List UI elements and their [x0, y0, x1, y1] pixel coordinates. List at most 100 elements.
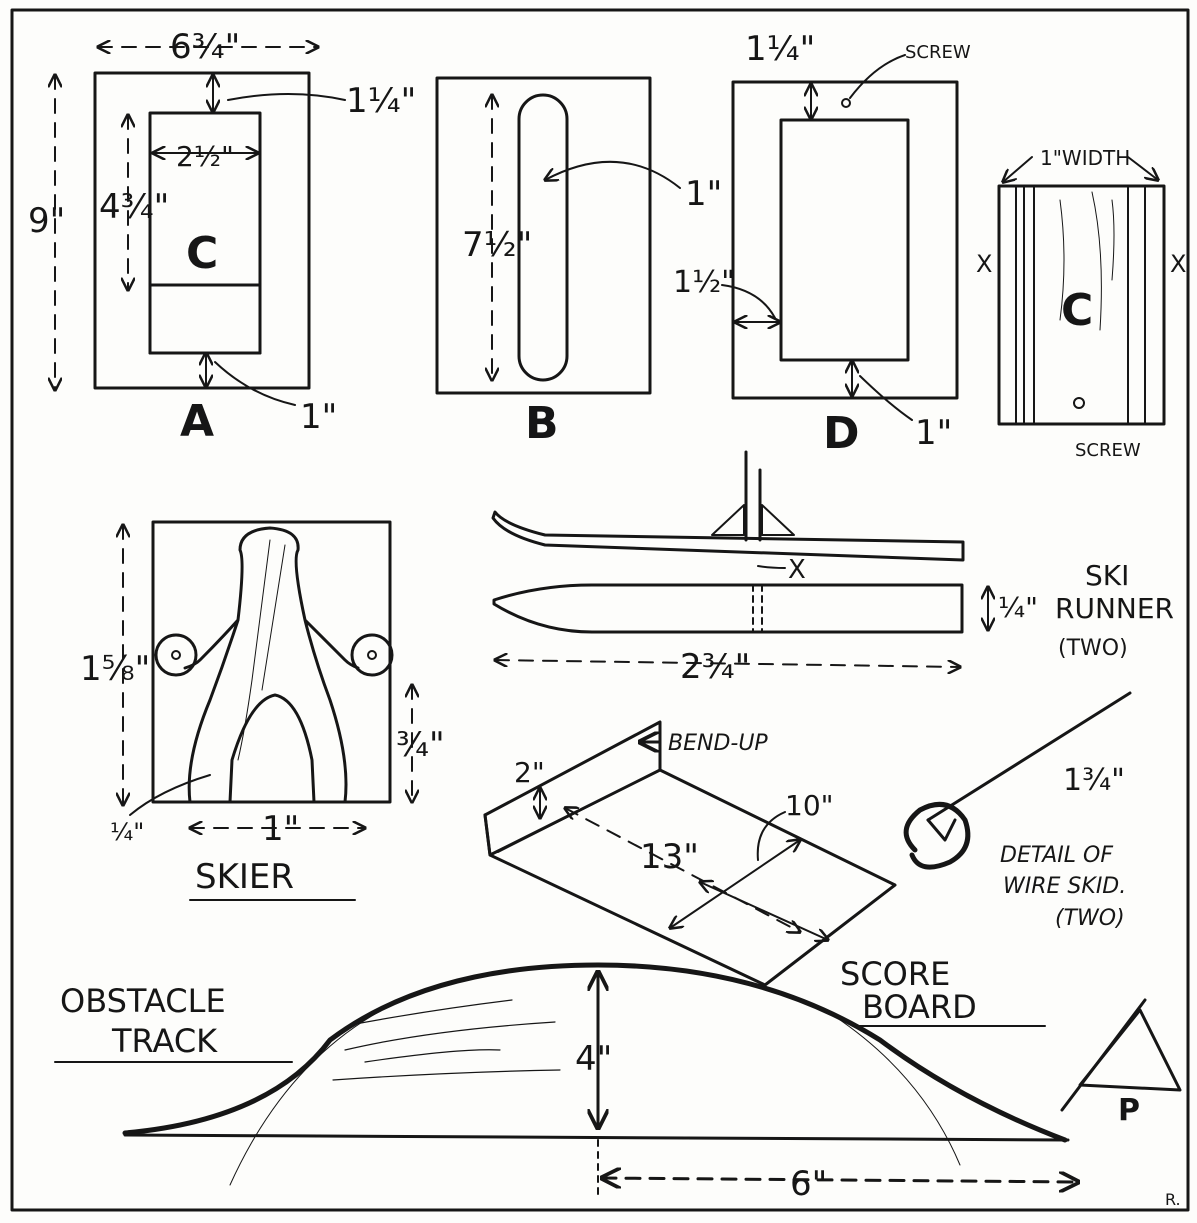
pennant: P — [1060, 998, 1182, 1128]
track-shading — [332, 999, 561, 1081]
ski-side-view — [491, 510, 965, 562]
panel-a-width-label: 6¾" — [170, 27, 240, 67]
panel-d-screw-hole — [841, 98, 851, 108]
panel-a-bottom-margin-label: 1" — [300, 397, 337, 437]
outer-frame — [10, 8, 1190, 1212]
panel-d-bottom-margin-leader — [859, 375, 913, 421]
skier: 1⅝" ¾" 1" ¼" SKIER — [80, 520, 445, 901]
track-label-line1: OBSTACLE — [60, 982, 226, 1020]
skier-right-hand — [350, 633, 394, 677]
board-width-arrow — [700, 882, 828, 940]
panel-c-wood-grain — [1059, 191, 1115, 331]
panel-c-screw-hole — [1073, 397, 1085, 409]
panel-b-slot-length-label: 7½" — [462, 225, 532, 265]
ski-title-line2: RUNNER — [1055, 592, 1174, 625]
skier-wood-grain — [237, 539, 286, 761]
board-front-edge — [483, 813, 492, 857]
panel-a-bottom-margin-leader — [214, 361, 296, 406]
obstacle-track: 4" 6" OBSTACLE TRACK — [54, 962, 1078, 1204]
wire-skid-caption-line3: (TWO) — [1055, 906, 1125, 931]
skier-leg-width-label: ¼" — [110, 818, 144, 846]
panel-d-side-margin-label: 1½" — [673, 265, 735, 300]
ski-bracket-left — [711, 504, 745, 536]
panel-b: 7½" 1" B — [435, 76, 722, 449]
signature: R. — [1165, 1190, 1181, 1209]
ski-x-leader — [757, 565, 786, 569]
track-sketch-arc — [229, 984, 441, 1186]
ski-title-line3: (TWO) — [1058, 636, 1128, 661]
wire-skid-hook — [926, 818, 957, 842]
panel-d-outline — [731, 80, 959, 400]
ski-thickness-label: ¼" — [998, 591, 1038, 624]
ski-runner: X ¼" SKI RUNNER (TWO) 2¾" — [491, 450, 1174, 687]
panel-a-hatched-block — [148, 283, 262, 355]
panel-b-slot-width-leader — [545, 160, 681, 189]
panel-c-letter: C — [1061, 285, 1093, 336]
panel-a-height-label: 9" — [28, 201, 65, 241]
panel-b-outline — [435, 76, 652, 395]
panel-c: 1"WIDTH X X C SCREW — [976, 146, 1186, 461]
panel-d-screw-leader — [849, 54, 906, 99]
pennant-letter: P — [1118, 1093, 1140, 1128]
skier-left-hand — [154, 633, 198, 677]
skier-base-width-label: 1" — [262, 809, 299, 849]
panel-c-width-label: 1"WIDTH — [1040, 146, 1130, 170]
board-top-lip — [483, 720, 662, 817]
pennant-flag — [1078, 1008, 1182, 1092]
ski-x-mark: X — [788, 555, 806, 585]
board-length-label: 13" — [640, 837, 699, 877]
ski-bracket-right — [761, 504, 795, 536]
wire-skid-length-label: 1¾" — [1063, 763, 1125, 798]
track-sketch-arc — [824, 1009, 961, 1166]
panel-d-letter: D — [823, 408, 860, 459]
panel-b-slot-width-label: 1" — [685, 174, 722, 214]
panel-a-letter: A — [180, 396, 214, 447]
board: BEND-UP 2" 13" 10" — [483, 720, 897, 987]
score-board-line1: SCORE — [840, 955, 950, 993]
panel-a-top-margin-label: 1¼" — [346, 81, 416, 121]
skier-figure — [183, 526, 360, 804]
skier-height-label: 1⅝" — [80, 649, 150, 689]
wire-skid: 1¾" DETAIL OF WIRE SKID. (TWO) — [903, 691, 1132, 931]
wire-skid-caption-line2: WIRE SKID. — [1003, 874, 1126, 899]
panel-a-inner-letter: C — [186, 228, 218, 279]
panel-d-top-margin-label: 1¼" — [745, 29, 815, 69]
wire-skid-loop — [903, 801, 971, 870]
skier-title: SKIER — [195, 857, 294, 897]
panel-c-screw-label: SCREW — [1075, 440, 1141, 461]
panel-a-window-height-label: 4¾" — [99, 187, 169, 227]
score-board-label: SCORE BOARD — [840, 955, 1046, 1027]
board-bend-label: BEND-UP — [668, 731, 768, 756]
skier-leg-width-leader — [129, 774, 211, 816]
panel-d-side-margin-leader — [721, 284, 776, 319]
board-lip-label: 2" — [514, 756, 545, 789]
wire-skid-shaft — [926, 691, 1132, 822]
panel-b-letter: B — [525, 398, 559, 449]
ski-length-arrow — [495, 660, 960, 667]
track-base — [123, 1133, 1070, 1142]
panel-d-window — [779, 118, 910, 362]
skier-left-hand-hole — [171, 650, 181, 660]
ski-top-view — [492, 583, 964, 634]
panel-a-window-width-label: 2½" — [176, 140, 234, 173]
track-length-arrow — [602, 1178, 1078, 1182]
score-board-line2: BOARD — [862, 988, 977, 1026]
panel-a: 6¾" 9" 1¼" 2½" 4¾" C 1" A — [28, 27, 416, 447]
panel-c-x-mark-right: X — [1170, 250, 1186, 278]
panel-c-x-mark-left: X — [976, 250, 992, 278]
board-width-label: 10" — [785, 789, 834, 822]
track-hill — [122, 962, 1068, 1143]
skier-leg-height-label: ¾" — [396, 725, 445, 765]
panel-b-slot — [517, 93, 569, 382]
panel-c-width-arrow — [1127, 156, 1158, 180]
wire-skid-caption-line1: DETAIL OF — [1000, 843, 1113, 868]
panel-c-width-arrow — [1003, 156, 1033, 182]
skier-right-hand-hole — [367, 650, 377, 660]
board-width-leader — [756, 811, 786, 861]
track-label-line2: TRACK — [111, 1022, 218, 1060]
panel-d: 1¼" SCREW 1½" 1" D — [673, 29, 971, 459]
track-length-label: 6" — [790, 1164, 827, 1204]
panel-a-top-margin-leader — [227, 93, 346, 101]
ski-title-line1: SKI — [1085, 559, 1129, 592]
